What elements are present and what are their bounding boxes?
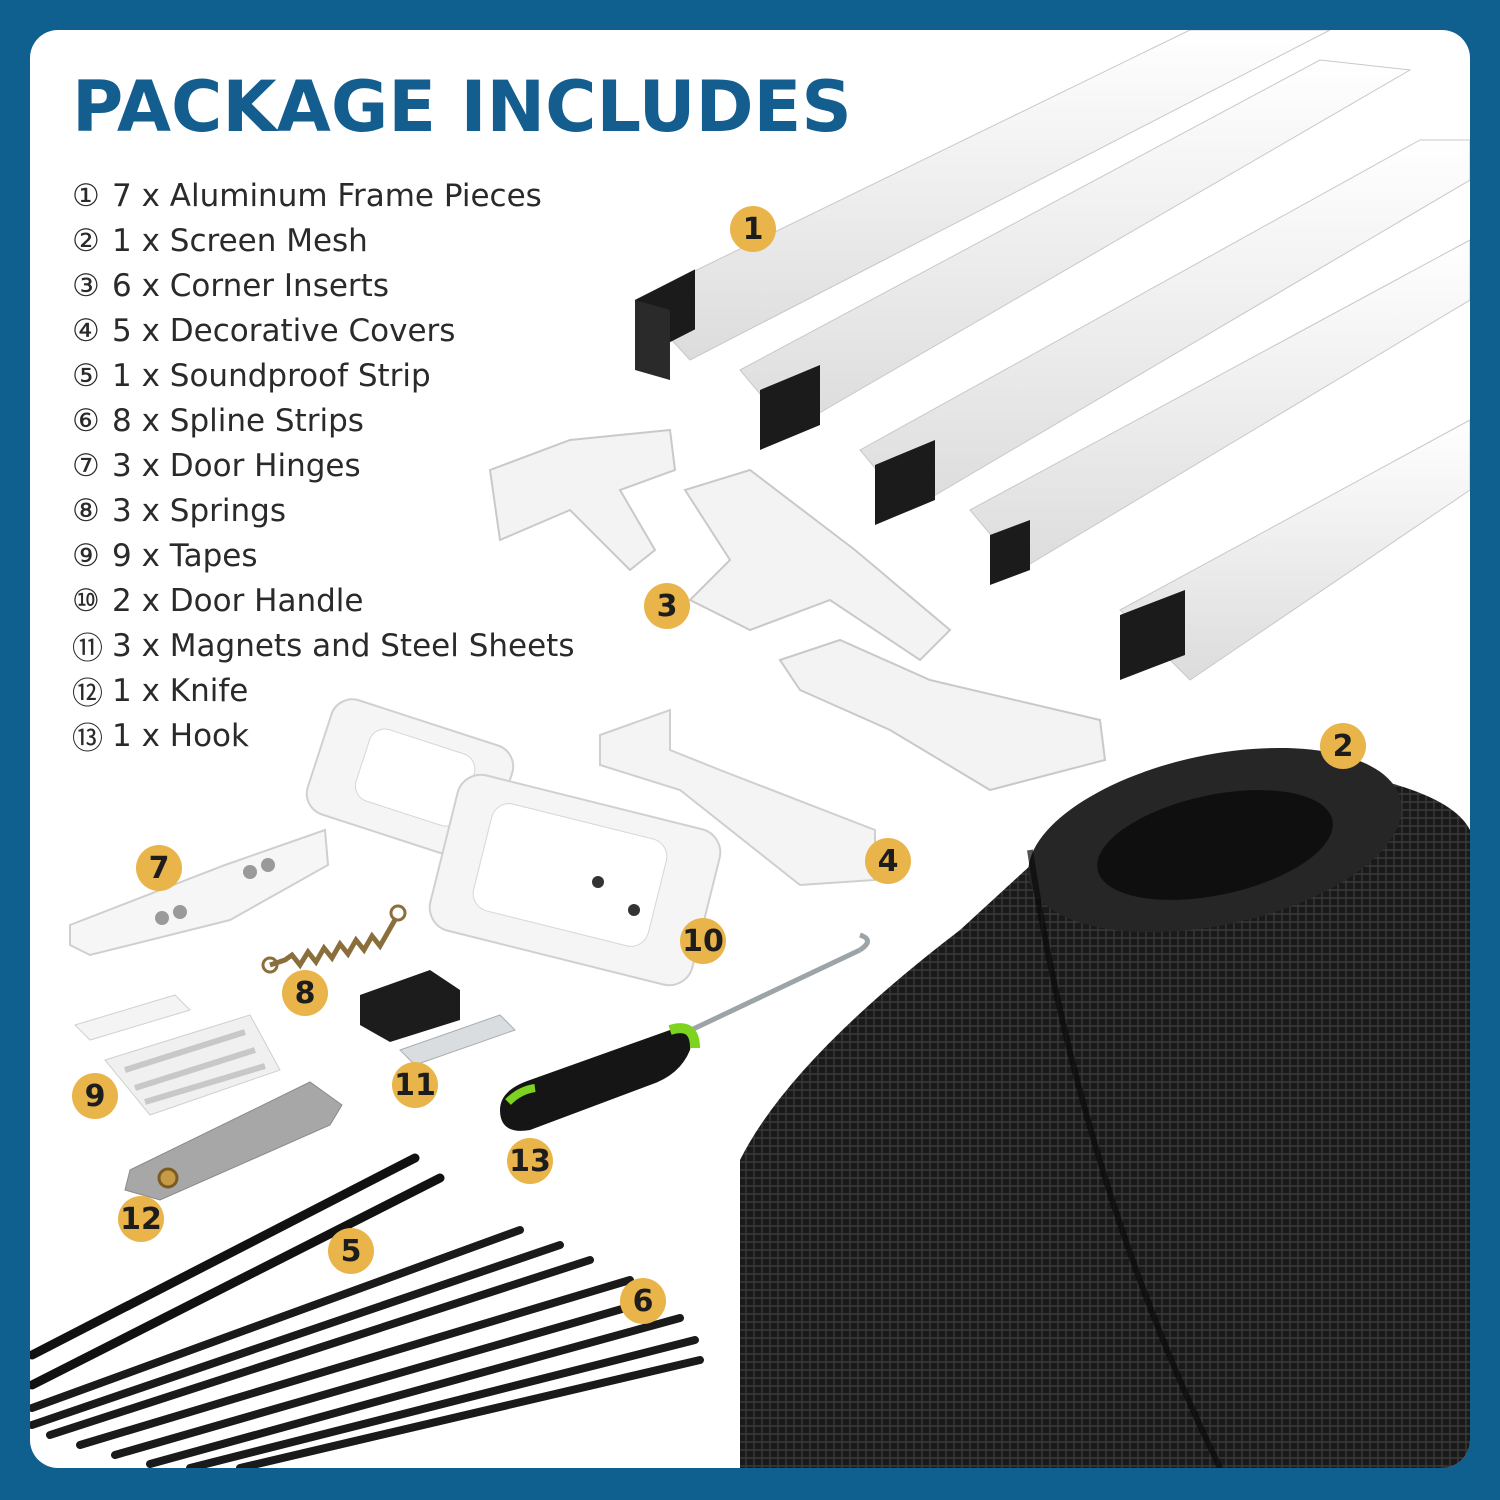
badge-springs: 8 bbox=[282, 970, 328, 1016]
item-number: ③ bbox=[72, 267, 100, 304]
item-text: 7 x Aluminum Frame Pieces bbox=[112, 177, 542, 214]
product-card: PACKAGE INCLUDES ① 7 x Aluminum Frame Pie… bbox=[30, 30, 1470, 1468]
magnets-and-steel-sheets bbox=[360, 970, 516, 1066]
item-number: ⑨ bbox=[72, 537, 100, 574]
item-text: 1 x Screen Mesh bbox=[112, 222, 368, 259]
page-title: PACKAGE INCLUDES bbox=[72, 66, 852, 148]
spline-strips bbox=[30, 1226, 704, 1468]
badge-screen-mesh: 2 bbox=[1320, 723, 1366, 769]
spring bbox=[261, 904, 407, 974]
badge-magnets-steel: 11 bbox=[392, 1062, 438, 1108]
list-item: ⑨ 9 x Tapes bbox=[72, 533, 574, 578]
list-item: ④ 5 x Decorative Covers bbox=[72, 308, 574, 353]
item-number: ⑫ bbox=[72, 676, 103, 712]
tapes bbox=[74, 994, 281, 1116]
door-hinge bbox=[69, 828, 330, 957]
badge-soundproof-strip: 5 bbox=[328, 1228, 374, 1274]
badge-aluminum-frame: 1 bbox=[730, 206, 776, 252]
badge-tapes: 9 bbox=[72, 1073, 118, 1119]
badge-door-hinges: 7 bbox=[136, 845, 182, 891]
item-text: 5 x Decorative Covers bbox=[112, 312, 456, 349]
hook bbox=[500, 932, 870, 1131]
item-text: 3 x Door Hinges bbox=[112, 447, 361, 484]
item-number: ① bbox=[72, 177, 100, 214]
badge-decorative-covers: 4 bbox=[865, 838, 911, 884]
item-number: ② bbox=[72, 222, 100, 259]
item-number: ⑤ bbox=[72, 357, 100, 394]
badge-knife: 12 bbox=[118, 1196, 164, 1242]
badge-door-handle: 10 bbox=[680, 918, 726, 964]
list-item: ⑧ 3 x Springs bbox=[72, 488, 574, 533]
knife bbox=[124, 1081, 343, 1201]
badge-spline-strips: 6 bbox=[620, 1278, 666, 1324]
item-text: 8 x Spline Strips bbox=[112, 402, 364, 439]
aluminum-frame-pieces bbox=[634, 30, 1470, 681]
list-item: ③ 6 x Corner Inserts bbox=[72, 263, 574, 308]
item-text: 9 x Tapes bbox=[112, 537, 258, 574]
door-handles bbox=[305, 698, 722, 987]
product-illustration bbox=[30, 30, 1470, 1468]
badge-hook: 13 bbox=[507, 1138, 553, 1184]
item-number: ⑥ bbox=[72, 402, 100, 439]
item-number: ⑪ bbox=[72, 631, 103, 667]
item-text: 3 x Springs bbox=[112, 492, 286, 529]
corner-inserts bbox=[488, 428, 1107, 792]
list-item: ⑤ 1 x Soundproof Strip bbox=[72, 353, 574, 398]
list-item: ⑩ 2 x Door Handle bbox=[72, 578, 574, 623]
list-item: ② 1 x Screen Mesh bbox=[72, 218, 574, 263]
badge-corner-inserts: 3 bbox=[644, 583, 690, 629]
item-number: ④ bbox=[72, 312, 100, 349]
item-text: 2 x Door Handle bbox=[112, 582, 364, 619]
list-item: ⑦ 3 x Door Hinges bbox=[72, 443, 574, 488]
item-text: 6 x Corner Inserts bbox=[112, 267, 389, 304]
list-item: ⑥ 8 x Spline Strips bbox=[72, 398, 574, 443]
item-number: ⑩ bbox=[72, 582, 100, 619]
item-number: ⑧ bbox=[72, 492, 100, 529]
item-number: ⑦ bbox=[72, 447, 100, 484]
soundproof-strip bbox=[30, 1153, 445, 1390]
item-text: 1 x Hook bbox=[112, 717, 249, 754]
item-number: ⑬ bbox=[72, 721, 103, 757]
list-item: ① 7 x Aluminum Frame Pieces bbox=[72, 173, 574, 218]
item-text: 1 x Knife bbox=[112, 672, 249, 709]
package-item-list: ① 7 x Aluminum Frame Pieces ② 1 x Screen M… bbox=[72, 173, 574, 758]
item-text: 1 x Soundproof Strip bbox=[112, 357, 431, 394]
screen-mesh-roll bbox=[740, 747, 1470, 1468]
item-text: 3 x Magnets and Steel Sheets bbox=[112, 627, 575, 664]
